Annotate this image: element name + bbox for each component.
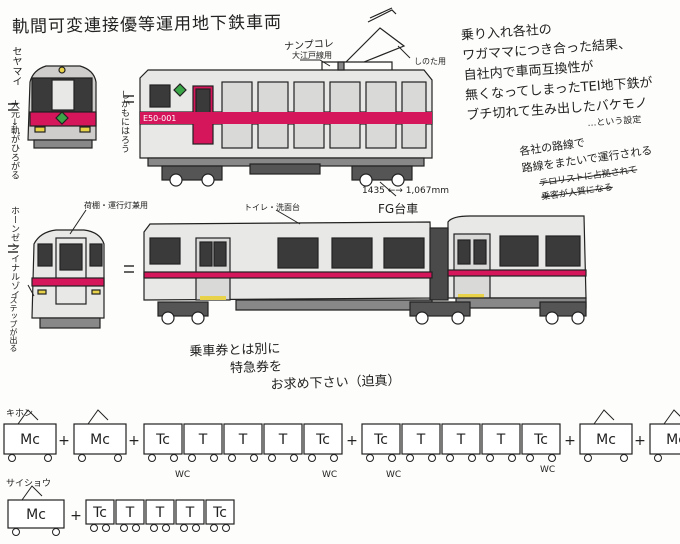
- row2-car-label: Tc: [92, 505, 107, 521]
- bogie-note: FG台車: [378, 202, 419, 216]
- row1-car-label: T: [456, 432, 466, 448]
- row1-car-label: T: [496, 432, 506, 448]
- row1-car-label: Tc: [155, 432, 170, 448]
- row1-car-label: Mc: [90, 432, 110, 448]
- emergency-door-note: 荷棚・運行灯兼用: [84, 201, 148, 210]
- pantograph-mark: [21, 485, 43, 501]
- row1-car-5: T: [263, 423, 303, 462]
- row1-car-label: T: [278, 432, 288, 448]
- row1-car-8: T: [401, 423, 441, 462]
- rear-view-train: [31, 229, 105, 329]
- row2-car-label: T: [155, 505, 165, 521]
- plus-sign: +: [634, 433, 646, 449]
- row1-car-0: Mc: [3, 423, 57, 462]
- front-name-label: セヤマイ: [10, 46, 21, 86]
- row1-car-9: T: [441, 423, 481, 462]
- pantograph-mark: [663, 409, 680, 425]
- row2-car-label: T: [125, 505, 135, 521]
- row2-car-5: Tc: [205, 499, 235, 532]
- row2-car-0: Mc: [7, 499, 65, 536]
- formation-row-short: Mc + Tc T T T Tc: [7, 485, 235, 536]
- pantograph-note: 大江戸線用: [292, 51, 332, 60]
- ticket-note: 乗車券とは別に 特急券を お求め下さい（迫真）: [189, 336, 401, 397]
- row1-car-2: Tc: [143, 423, 183, 462]
- plus-sign: +: [128, 433, 140, 449]
- wc-label: WC: [175, 470, 190, 480]
- row1-car-10: T: [481, 423, 521, 462]
- wc-label: WC: [322, 470, 337, 480]
- car-number: E50-001: [143, 114, 177, 123]
- main-note: 乗り入れ各社の ワガママにつき合った結果、 自社内で車両互換性が 無くなってしま…: [460, 14, 655, 139]
- row1-car-label: Tc: [373, 432, 388, 448]
- row1-car-4: T: [223, 423, 263, 462]
- wc-label: WC: [540, 465, 555, 475]
- side-view-loco: [139, 7, 433, 187]
- front-view-train: [27, 65, 97, 149]
- rear-name-label: ホーンゼン イナルゾイ: [9, 206, 19, 299]
- row1-car-label: Mc: [666, 432, 680, 448]
- equals-marks: [8, 95, 134, 273]
- row2-car-3: T: [145, 499, 175, 532]
- row1-car-label: T: [238, 432, 248, 448]
- row1-car-12: Mc: [579, 423, 633, 462]
- row1-car-label: Mc: [596, 432, 616, 448]
- toilet-note: トイレ・洗面台: [244, 203, 300, 212]
- formation-basic-label: キホン: [6, 409, 34, 419]
- plus-sign: +: [58, 433, 70, 449]
- side-view-articulated: [143, 215, 587, 325]
- row2-car-4: T: [175, 499, 205, 532]
- gauge-note: 1435 ←→ 1,067mm: [362, 186, 450, 196]
- front-side-note: 大元→軌がひろがる: [9, 100, 19, 180]
- row1-car-3: T: [183, 423, 223, 462]
- row1-car-6: Tc: [303, 423, 343, 462]
- row2-car-1: Tc: [85, 499, 115, 532]
- leader-lines: [27, 45, 411, 297]
- row1-car-label: Tc: [315, 432, 330, 448]
- wc-label: WC: [386, 470, 401, 480]
- pantograph-mark: [593, 409, 615, 425]
- row1-car-label: Mc: [20, 432, 40, 448]
- row1-car-label: Tc: [533, 432, 548, 448]
- formation-row-basic: Mc + Mc + Tc T T T Tc + Tc T T T Tc + Mc + McWC WC WC WC: [3, 409, 680, 480]
- row1-car-label: T: [416, 432, 426, 448]
- side-note-left: しかもにはろう: [119, 90, 129, 153]
- row1-car-label: T: [198, 432, 208, 448]
- row2-car-2: T: [115, 499, 145, 532]
- pantograph-mark: [87, 409, 109, 425]
- row2-car-label: Mc: [26, 507, 46, 523]
- plus-sign: +: [70, 508, 82, 524]
- step-note: ステップが出る: [9, 296, 18, 352]
- row2-car-label: T: [185, 505, 195, 521]
- row1-car-1: Mc: [73, 423, 127, 462]
- row1-car-7: Tc: [361, 423, 401, 462]
- row1-car-11: Tc: [521, 423, 561, 462]
- plus-sign: +: [564, 433, 576, 449]
- row2-car-label: Tc: [212, 505, 227, 521]
- row1-car-13: Mc: [649, 423, 680, 462]
- plus-sign: +: [346, 433, 358, 449]
- formation-short-label: サイショウ: [6, 479, 52, 489]
- pantograph-mark: [17, 409, 39, 425]
- collector-note: しのた用: [414, 57, 446, 66]
